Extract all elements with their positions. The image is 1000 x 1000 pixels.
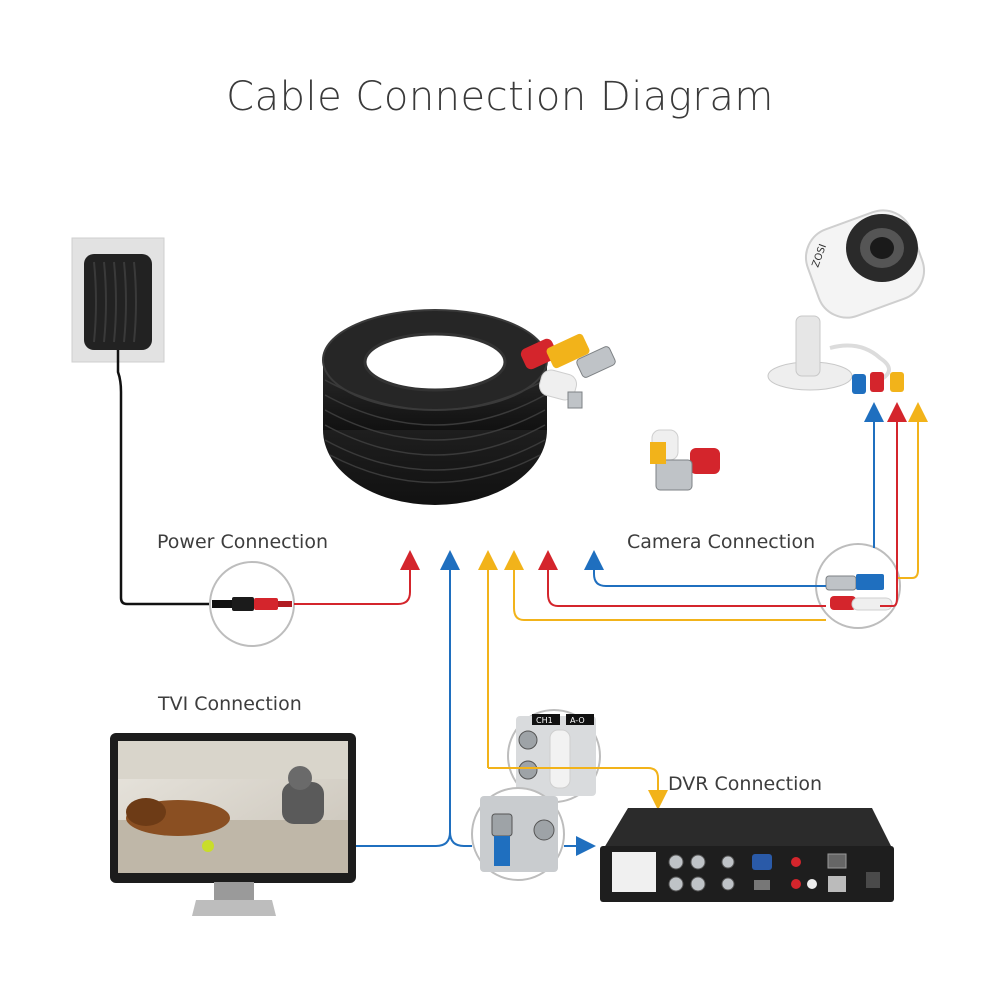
camera-power-line	[880, 402, 907, 607]
power-adapter	[71, 237, 215, 606]
security-camera: ZOSI	[767, 209, 925, 394]
power-line	[294, 550, 420, 605]
cable-power-line	[538, 550, 826, 607]
camera-connection-label: Camera Connection	[627, 531, 816, 553]
cable-audio-line	[504, 550, 826, 621]
camera-connector-detail	[815, 543, 901, 629]
audio-port-label: A-O	[570, 716, 585, 725]
power-connector-detail	[209, 561, 295, 647]
dvr-video-connector-detail	[471, 787, 565, 881]
tvi-connection-label: TVI Connection	[158, 693, 302, 715]
tvi-monitor	[110, 733, 356, 916]
dvr-audio-line	[488, 767, 668, 810]
dvr-audio-connector-detail: CH1 A-O	[507, 709, 601, 803]
dvr-connection-label: DVR Connection	[668, 773, 823, 795]
cable-video-line	[584, 550, 826, 587]
dvr-recorder	[600, 808, 894, 902]
bnc-cable-coil	[322, 309, 720, 505]
diagram-title: Cable Connection Diagram	[226, 74, 774, 120]
ch1-port-label: CH1	[536, 716, 553, 725]
dvr-video-line	[449, 832, 586, 846]
power-connection-label: Power Connection	[157, 531, 328, 553]
camera-audio-line	[898, 402, 928, 579]
tvi-line	[356, 831, 451, 847]
